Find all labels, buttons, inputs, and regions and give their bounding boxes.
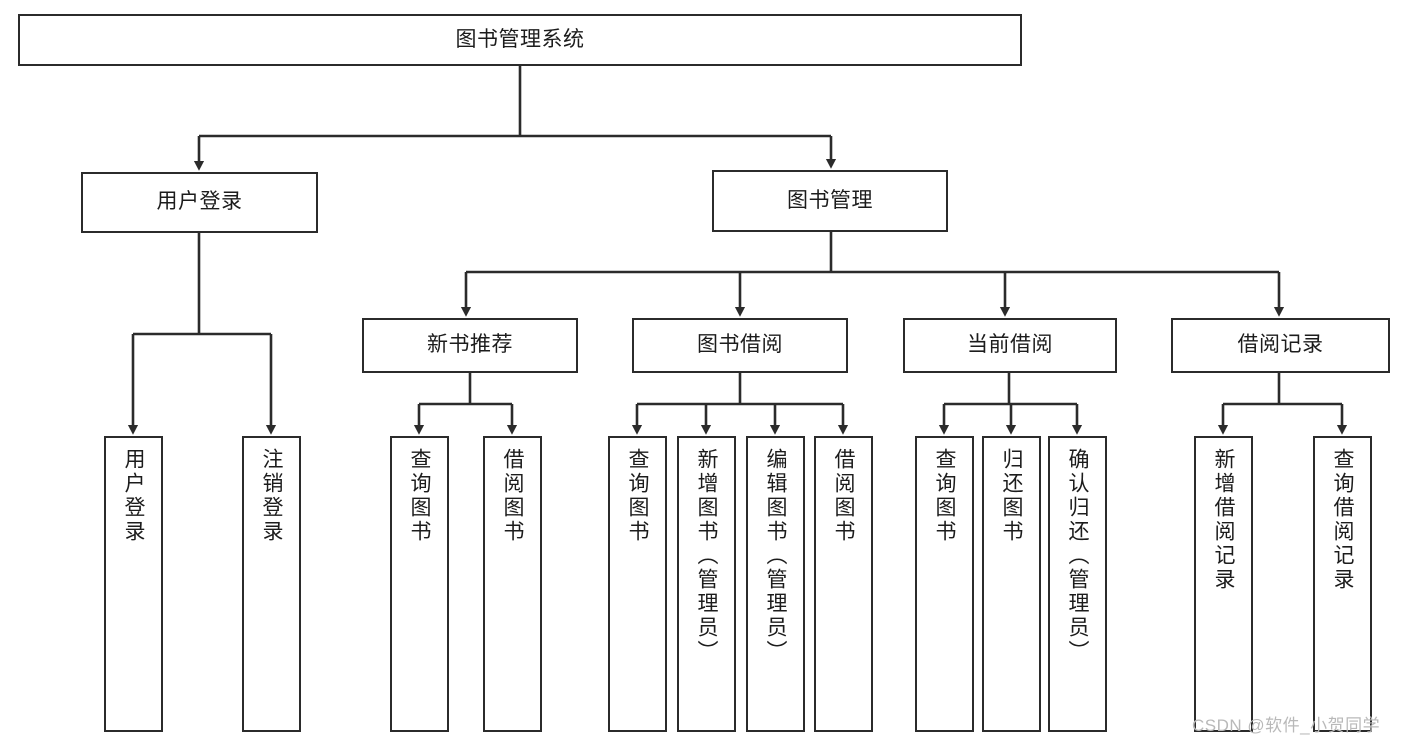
leaf-query-book-1-label: 查询图书 [408,448,432,544]
node-user-login-label: 用户登录 [156,190,243,214]
leaf-query-record[interactable]: 查询借阅记录 [1313,436,1372,732]
leaf-add-book-label: 新增图书（管理员） [695,448,719,664]
leaf-edit-book-label: 编辑图书（管理员） [764,448,788,664]
leaf-edit-book[interactable]: 编辑图书（管理员） [746,436,805,732]
leaf-confirm-return-label: 确认归还（管理员） [1066,448,1090,664]
leaf-return-book-label: 归还图书 [1000,448,1024,544]
leaf-query-book-2-label: 查询图书 [626,448,650,544]
node-current-borrow[interactable]: 当前借阅 [903,318,1117,373]
node-book-manage-label: 图书管理 [787,188,873,212]
leaf-logout-label: 注销登录 [260,448,284,544]
node-book-manage[interactable]: 图书管理 [712,170,948,232]
node-book-borrow[interactable]: 图书借阅 [632,318,848,373]
leaf-borrow-book-2-label: 借阅图书 [832,448,856,544]
leaf-query-book-2[interactable]: 查询图书 [608,436,667,732]
leaf-borrow-book-1[interactable]: 借阅图书 [483,436,542,732]
leaf-query-book-1[interactable]: 查询图书 [390,436,449,732]
node-borrow-record[interactable]: 借阅记录 [1171,318,1390,373]
leaf-add-book[interactable]: 新增图书（管理员） [677,436,736,732]
node-borrow-record-label: 借阅记录 [1237,333,1324,357]
node-root[interactable]: 图书管理系统 [18,14,1022,66]
leaf-logout[interactable]: 注销登录 [242,436,301,732]
leaf-query-book-3[interactable]: 查询图书 [915,436,974,732]
leaf-query-book-3-label: 查询图书 [933,448,957,544]
node-user-login[interactable]: 用户登录 [81,172,318,233]
node-new-book-recommend[interactable]: 新书推荐 [362,318,578,373]
leaf-borrow-book-2[interactable]: 借阅图书 [814,436,873,732]
leaf-borrow-book-1-label: 借阅图书 [501,448,525,544]
node-new-book-recommend-label: 新书推荐 [427,333,513,357]
leaf-add-record[interactable]: 新增借阅记录 [1194,436,1253,732]
node-current-borrow-label: 当前借阅 [967,333,1053,357]
leaf-query-record-label: 查询借阅记录 [1331,448,1355,592]
node-book-borrow-label: 图书借阅 [697,333,783,357]
leaf-user-login-label: 用户登录 [122,448,146,544]
leaf-add-record-label: 新增借阅记录 [1212,448,1236,592]
leaf-user-login[interactable]: 用户登录 [104,436,163,732]
leaf-return-book[interactable]: 归还图书 [982,436,1041,732]
node-root-label: 图书管理系统 [455,27,585,51]
leaf-confirm-return[interactable]: 确认归还（管理员） [1048,436,1107,732]
